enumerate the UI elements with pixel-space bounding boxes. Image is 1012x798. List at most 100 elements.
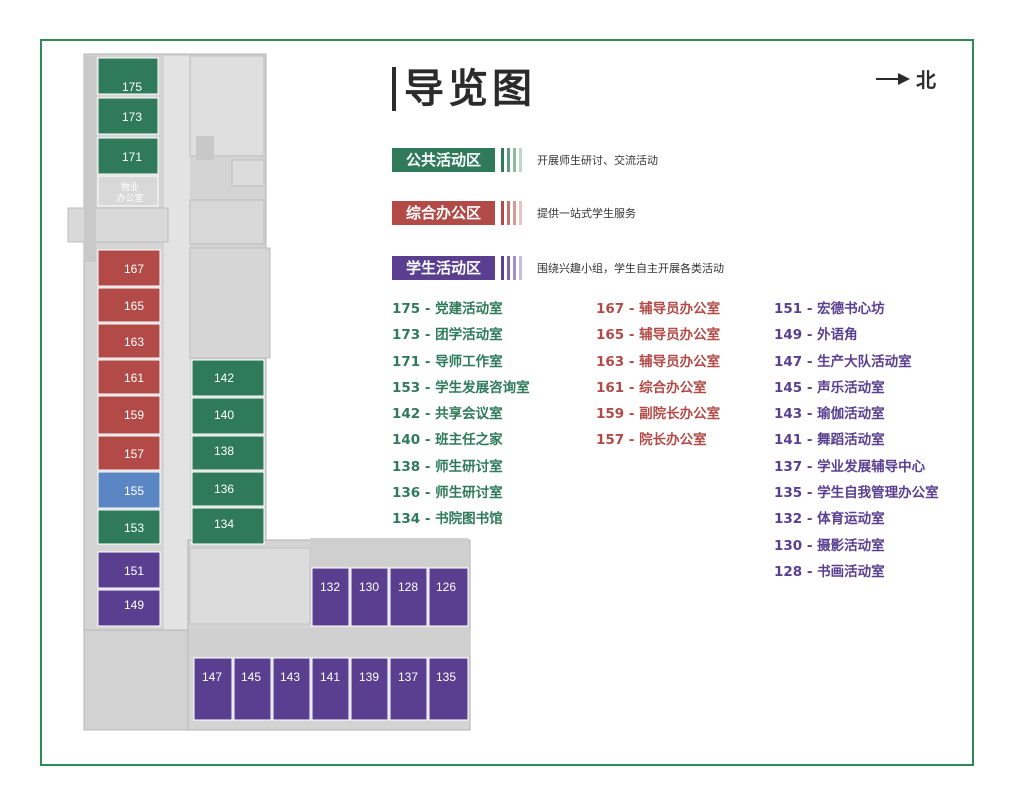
room-label: 147: [202, 670, 222, 684]
room-label: 134: [214, 517, 234, 531]
room-label: 145: [241, 670, 261, 684]
room-135: 135: [428, 657, 469, 721]
room-label: 163: [124, 335, 144, 349]
legend-item: 153 - 学生发展咨询室: [392, 379, 530, 396]
legend-column-public: 175 - 党建活动室 173 - 团学活动室 171 - 导师工作室 153 …: [392, 296, 530, 533]
legend-item: 143 - 瑜伽活动室: [774, 406, 885, 423]
legend-item: 145 - 声乐活动室: [774, 379, 885, 396]
legend-item: 141 - 舞蹈活动室: [774, 432, 885, 449]
room-153: 153: [97, 509, 161, 545]
room-126: 126: [428, 567, 469, 627]
zone-stripes: [501, 148, 525, 172]
room-167: 167: [97, 249, 161, 287]
room-label: 161: [124, 371, 144, 385]
room-163: 163: [97, 323, 161, 359]
page-title: 导览图: [392, 66, 536, 112]
room-139: 139: [350, 657, 389, 721]
zone-public: 公共活动区 开展师生研讨、交流活动: [392, 148, 658, 172]
legend-item: 132 - 体育运动室: [774, 511, 885, 528]
legend-item: 140 - 班主任之家: [392, 432, 503, 449]
room-132: 132: [311, 567, 350, 627]
room-159: 159: [97, 395, 161, 435]
legend-item: 149 - 外语角: [774, 327, 858, 344]
room-136: 136: [191, 471, 265, 507]
room-147: 147: [193, 657, 233, 721]
legend-item: 136 - 师生研讨室: [392, 485, 503, 502]
legend-item: 137 - 学业发展辅导中心: [774, 458, 926, 475]
room-140: 140: [191, 397, 265, 435]
room-173: 173: [97, 97, 159, 135]
zone-badge: 综合办公区: [392, 201, 496, 225]
legend-column-student: 151 - 宏德书心坊 149 - 外语角 147 - 生产大队活动室 145 …: [774, 296, 939, 585]
room-137: 137: [389, 657, 428, 721]
legend-item: 173 - 团学活动室: [392, 327, 503, 344]
room-label: 143: [280, 670, 300, 684]
room-label: 153: [124, 521, 144, 535]
room-label: 151: [124, 564, 144, 578]
zone-description: 提供一站式学生服务: [537, 207, 637, 220]
room-128: 128: [389, 567, 428, 627]
zone-stripes: [501, 256, 525, 280]
room-151: 151: [97, 551, 161, 589]
room-label: 142: [214, 371, 234, 385]
legend-column-office: 167 - 辅导员办公室 165 - 辅导员办公室 163 - 辅导员办公室 1…: [596, 296, 720, 454]
room-label: 137: [398, 670, 418, 684]
legend-item: 151 - 宏德书心坊: [774, 301, 885, 317]
room-155: 155: [97, 471, 161, 509]
north-label: 北: [916, 68, 936, 92]
property-office-line-2: 办公室: [116, 192, 143, 204]
room-label: 139: [359, 670, 379, 684]
title-text: 导览图: [404, 66, 536, 112]
room-label: 138: [214, 444, 234, 458]
legend-item: 165 - 辅导员办公室: [596, 327, 721, 344]
arrow-right-icon: [876, 72, 910, 85]
legend-item: 134 - 书院图书馆: [392, 511, 503, 528]
room-label: 173: [122, 110, 142, 124]
legend-item: 167 - 辅导员办公室: [596, 301, 721, 317]
zone-office: 综合办公区 提供一站式学生服务: [392, 201, 636, 225]
legend-item: 163 - 辅导员办公室: [596, 353, 721, 370]
legend-item: 171 - 导师工作室: [392, 353, 503, 370]
legend-item: 138 - 师生研讨室: [392, 458, 503, 475]
zone-student: 学生活动区 围绕兴趣小组，学生自主开展各类活动: [392, 256, 724, 280]
room-141: 141: [311, 657, 350, 721]
legend-item: 147 - 生产大队活动室: [774, 353, 912, 370]
zone-badge: 公共活动区: [392, 148, 496, 172]
legend-item: 142 - 共享会议室: [392, 406, 503, 423]
room-label: 141: [320, 670, 340, 684]
room-label: 171: [122, 150, 142, 164]
legend-item: 161 - 综合办公室: [596, 379, 707, 396]
room-165: 165: [97, 287, 161, 323]
legend-item: 175 - 党建活动室: [392, 301, 503, 317]
zone-description: 开展师生研讨、交流活动: [537, 154, 659, 167]
room-138: 138: [191, 435, 265, 471]
room-label: 140: [214, 408, 234, 422]
room-142: 142: [191, 359, 265, 397]
map-frame: [40, 39, 974, 766]
room-label: 157: [124, 447, 144, 461]
room-149: 149: [97, 589, 161, 627]
legend-item: 130 - 摄影活动室: [774, 537, 885, 554]
room-label: 159: [124, 408, 144, 422]
property-office-line-1: 物业: [121, 181, 139, 193]
room-label: 165: [124, 299, 144, 313]
legend-item: 128 - 书画活动室: [774, 563, 885, 580]
legend-item: 157 - 院长办公室: [596, 432, 707, 449]
room-145: 145: [233, 657, 272, 721]
room-label: 167: [124, 262, 144, 276]
property-office: 物业 办公室: [97, 175, 159, 207]
room-134: 134: [191, 507, 265, 545]
legend-item: 159 - 副院长办公室: [596, 406, 721, 423]
zone-description: 围绕兴趣小组，学生自主开展各类活动: [537, 262, 725, 275]
room-157: 157: [97, 435, 161, 471]
room-130: 130: [350, 567, 389, 627]
room-171: 171: [97, 137, 159, 175]
room-label: 155: [124, 484, 144, 498]
zone-stripes: [501, 201, 525, 225]
room-175: 175: [97, 57, 159, 95]
room-label: 128: [398, 580, 418, 594]
title-bar: [392, 67, 396, 111]
room-143: 143: [272, 657, 311, 721]
room-label: 126: [436, 580, 456, 594]
